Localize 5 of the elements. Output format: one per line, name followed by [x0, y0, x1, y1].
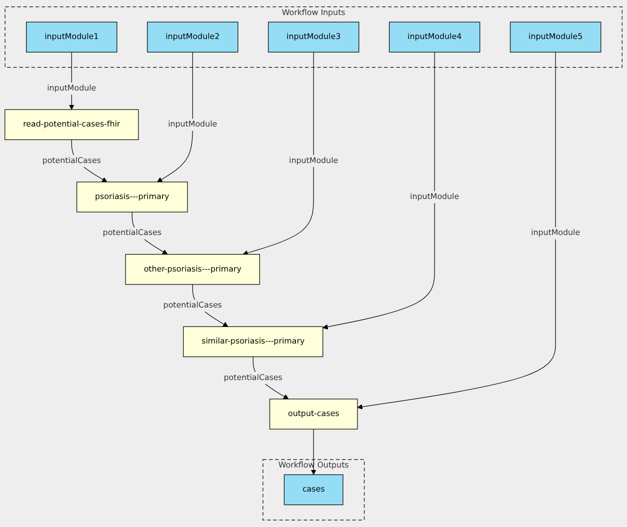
arrow [310, 428, 316, 476]
arrow [157, 52, 193, 182]
arrow [322, 52, 435, 330]
arrow [357, 52, 556, 410]
arrow [242, 52, 314, 256]
